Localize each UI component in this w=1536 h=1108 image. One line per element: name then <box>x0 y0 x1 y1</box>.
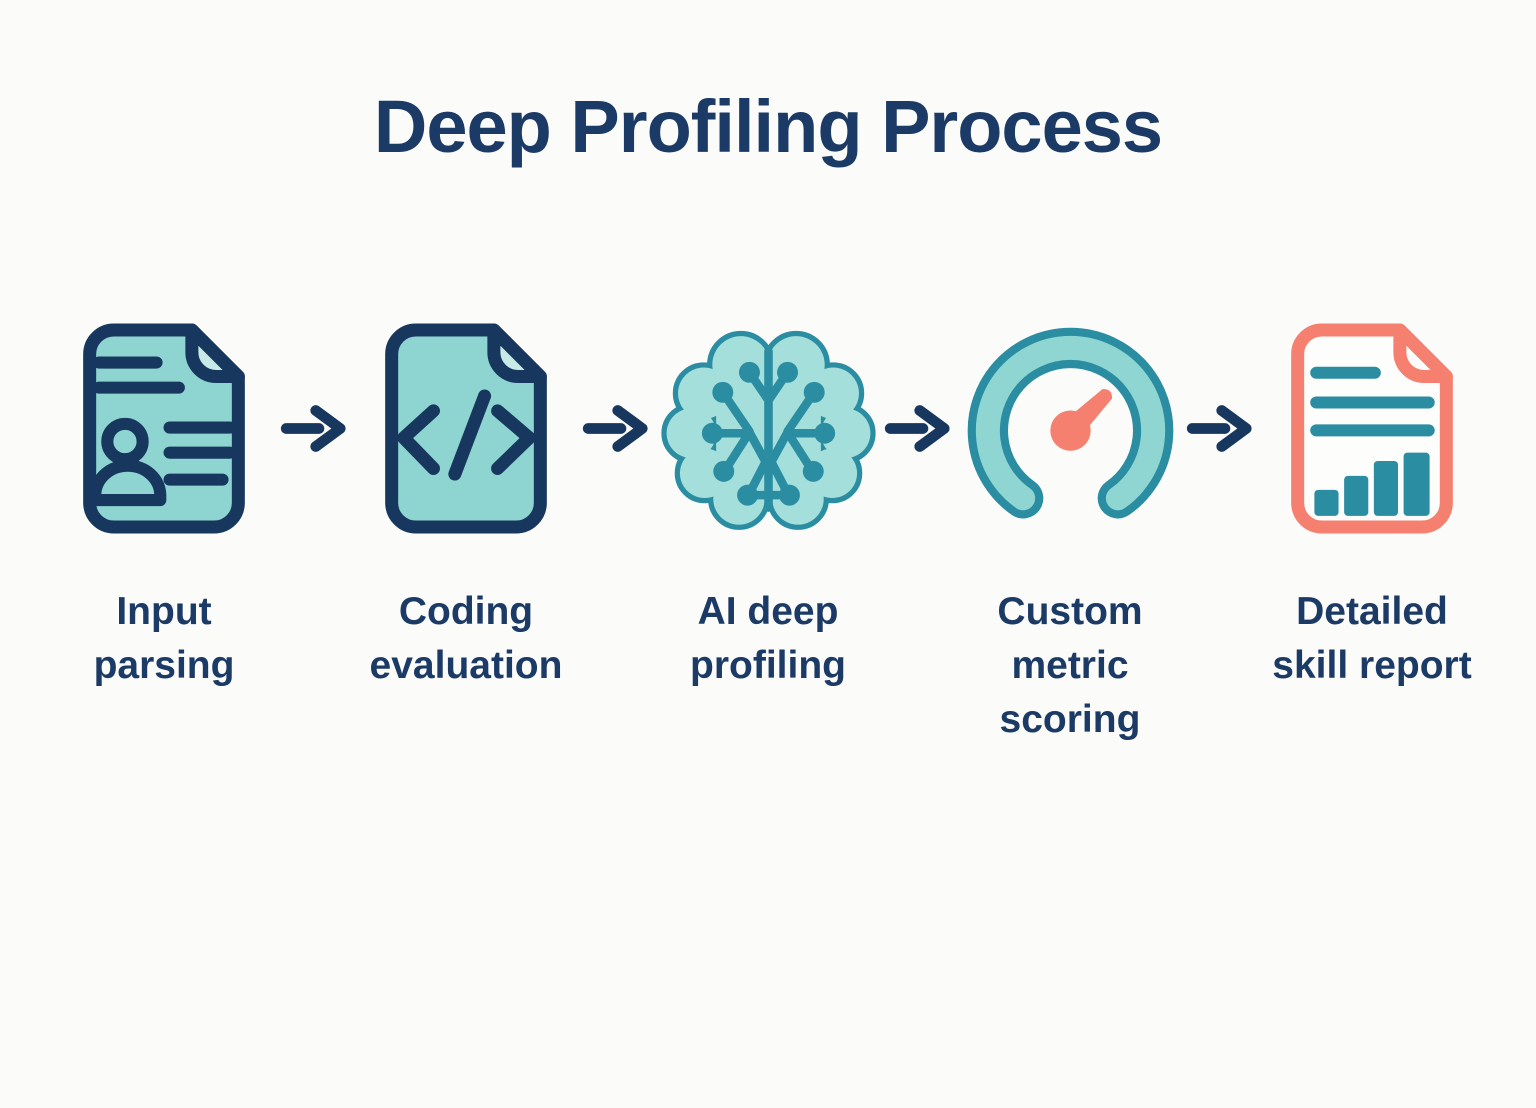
resume-document-icon <box>83 323 245 533</box>
step-ai-deep-profiling: AI deep profiling <box>645 315 891 693</box>
arrow-icon <box>1186 404 1252 452</box>
arrow-icon <box>280 404 346 452</box>
step-label-detailed-skill-report: Detailed skill report <box>1272 590 1472 687</box>
page-title: Deep Profiling Process <box>373 85 1163 168</box>
process-flow-diagram: Input parsing Coding evaluation <box>0 315 1536 746</box>
step-custom-metric-scoring: Custom metric scoring <box>947 315 1193 746</box>
code-document-icon <box>385 323 547 533</box>
ai-brain-icon <box>659 319 878 538</box>
report-document-icon <box>1291 323 1453 533</box>
step-label-coding-evaluation: Coding evaluation <box>369 590 563 687</box>
step-input-parsing: Input parsing <box>41 315 287 693</box>
arrow-icon <box>884 404 950 452</box>
step-coding-evaluation: Coding evaluation <box>343 315 589 693</box>
step-label-input-parsing: Input parsing <box>93 590 235 687</box>
step-label-ai-deep-profiling: AI deep profiling <box>690 590 846 687</box>
arrow-icon <box>582 404 648 452</box>
step-label-custom-metric-scoring: Custom metric scoring <box>997 590 1143 741</box>
gauge-icon <box>967 327 1173 518</box>
step-detailed-skill-report: Detailed skill report <box>1249 315 1495 693</box>
